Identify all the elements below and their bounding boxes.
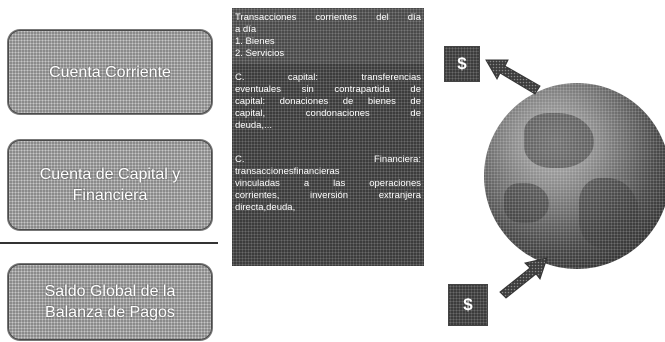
money-box-bottom: $ [448, 284, 488, 326]
dollar-symbol-top: $ [457, 54, 467, 73]
arrow-icon [499, 257, 548, 299]
global-balance-box: Saldo Global de la Balanza de Pagos [8, 264, 212, 340]
globe-icon [484, 83, 665, 269]
current-account-label: Cuenta Corriente [49, 63, 171, 81]
divider-line [0, 242, 218, 244]
current-account-box: Cuenta Corriente [8, 30, 212, 114]
definitions-panel: Transacciones corrientes del día a día 1… [232, 8, 424, 266]
capital-account-definition: C. capital: transferencias eventuales si… [235, 72, 421, 131]
financial-account-definition: C. Financiera: transaccionesfinancieras … [235, 154, 421, 213]
arrow-icon [485, 59, 541, 95]
capital-account-box: Cuenta de Capital y Financiera [8, 140, 212, 230]
capital-account-label: Cuenta de Capital y Financiera [39, 166, 181, 204]
current-account-definition: Transacciones corrientes del día a día 1… [232, 8, 424, 64]
dollar-symbol-bottom: $ [463, 295, 473, 314]
global-balance-label: Saldo Global de la Balanza de Pagos [44, 283, 176, 321]
money-box-top: $ [444, 46, 480, 82]
